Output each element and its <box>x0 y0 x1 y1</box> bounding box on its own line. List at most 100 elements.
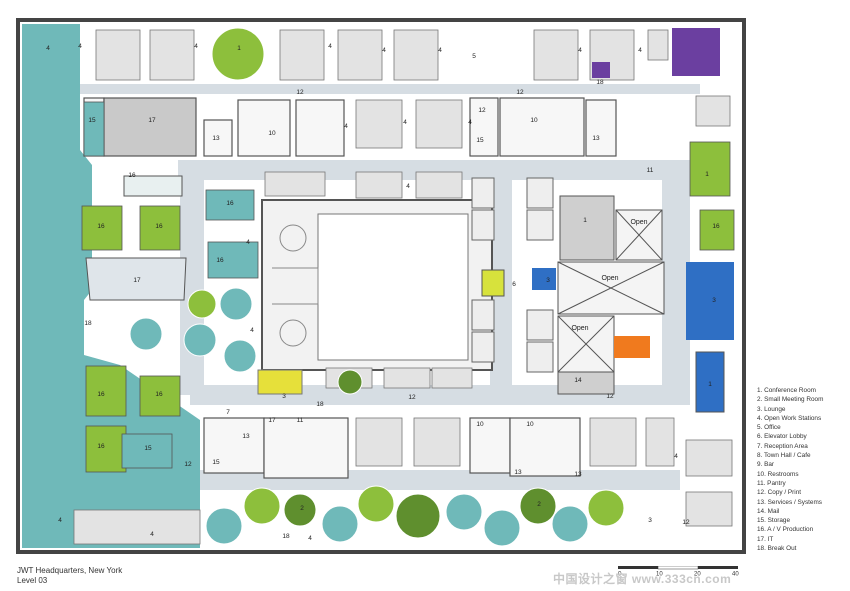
teal-rooms <box>83 101 259 469</box>
open-void-label: Open <box>601 275 618 282</box>
room-number-label: 10 <box>526 421 534 428</box>
scale-label: 20 <box>694 572 701 577</box>
room-number-label: 16 <box>155 391 163 398</box>
room-number-label: 15 <box>144 445 152 452</box>
workstation-blocks <box>73 29 733 545</box>
room-number-label: 10 <box>530 117 538 124</box>
room-number-label: 4 <box>468 119 472 126</box>
room-number-label: 4 <box>246 239 250 246</box>
room-number-label: 17 <box>133 277 141 284</box>
legend-item: 5. Office <box>757 424 781 432</box>
room-number-label: 18 <box>596 79 604 86</box>
room-number-label: 12 <box>682 519 690 526</box>
room-number-label: 3 <box>648 517 652 524</box>
room-number-label: 11 <box>647 167 654 174</box>
legend-item: 17. IT <box>757 535 774 543</box>
room-number-label: 12 <box>516 89 524 96</box>
room-number-label: 4 <box>58 517 62 524</box>
room-number-label: 11 <box>297 417 304 424</box>
room-number-label: 4 <box>194 43 198 50</box>
legend-item: 11. Pantry <box>757 479 786 487</box>
breakout-pods <box>129 27 625 547</box>
watermark: 中国设计之窗 www.333cn.com <box>553 572 732 586</box>
room-number-label: 7 <box>226 409 230 416</box>
legend-item: 15. Storage <box>757 517 791 525</box>
legend-item: 14. Mail <box>757 507 780 515</box>
room-number-label: 18 <box>282 533 290 540</box>
legend-item: 1. Conference Room <box>757 387 816 394</box>
legend-item: 13. Services / Systems <box>757 498 822 506</box>
legend-item: 10. Restrooms <box>757 470 799 478</box>
room-number-label: 17 <box>268 417 276 424</box>
room-number-label: 10 <box>476 421 484 428</box>
atrium-stair <box>272 267 319 305</box>
room-number-label: 4 <box>674 453 678 460</box>
room-number-label: 15 <box>88 117 96 124</box>
room-number-label: 4 <box>382 47 386 54</box>
room-number-label: 16 <box>226 200 234 207</box>
room-number-label: 16 <box>97 443 105 450</box>
room-number-label: 15 <box>476 137 484 144</box>
room-number-label: 16 <box>216 257 224 264</box>
room-number-label: 1 <box>705 171 709 178</box>
room-number-label: 4 <box>578 47 582 54</box>
legend-item: 6. Elevator Lobby <box>757 433 807 441</box>
purple-chair <box>592 62 610 78</box>
lounge-orange <box>614 336 650 358</box>
room-number-label: 2 <box>537 501 541 508</box>
legend-item: 7. Reception Area <box>757 442 808 450</box>
plan-level: Level 03 <box>17 576 48 585</box>
atrium-column <box>279 224 307 252</box>
room-number-label: 12 <box>478 107 486 114</box>
room-number-label: 2 <box>300 505 304 512</box>
room-number-label: 16 <box>712 223 720 230</box>
room-number-label: 4 <box>250 327 254 334</box>
room-number-label: 15 <box>212 459 220 466</box>
room-number-label: 13 <box>592 135 600 142</box>
room-number-label: 4 <box>344 123 348 130</box>
room-number-label: 3 <box>282 393 286 400</box>
mail-room <box>557 371 615 395</box>
legend-item: 3. Lounge <box>757 405 786 413</box>
town-hall-cafe <box>85 257 187 301</box>
plan-caption: JWT Headquarters, New York Level 03 <box>17 566 122 586</box>
purple-lounge <box>672 28 720 76</box>
open-void-label: Open <box>571 325 588 332</box>
lounge-blue-core <box>532 268 556 290</box>
scale-label: 10 <box>656 572 663 577</box>
reception-desk <box>123 175 183 197</box>
room-number-label: 16 <box>128 172 136 179</box>
room-number-label: 12 <box>408 394 416 401</box>
open-void-label: Open <box>630 219 647 226</box>
scale-label: 40 <box>732 572 739 577</box>
room-number-label: 4 <box>438 47 442 54</box>
room-number-label: 4 <box>150 531 154 538</box>
room-number-label: 13 <box>212 135 220 142</box>
room-number-label: 13 <box>574 471 582 478</box>
room-number-label: 4 <box>403 119 407 126</box>
room-number-label: 4 <box>308 535 312 542</box>
room-number-label: 16 <box>97 391 105 398</box>
room-number-label: 18 <box>84 320 92 327</box>
room-number-label: 14 <box>574 377 582 384</box>
plan-title: JWT Headquarters, New York <box>17 566 123 575</box>
room-number-label: 4 <box>78 43 82 50</box>
room-number-label: 17 <box>148 117 156 124</box>
room-number-label: 6 <box>512 281 516 288</box>
room-number-label: 16 <box>155 223 163 230</box>
legend-item: 18. Break Out <box>757 545 797 553</box>
room-number-label: 16 <box>97 223 105 230</box>
room-number-label: 1 <box>237 45 241 52</box>
elevator-core <box>471 177 554 373</box>
room-number-label: 1 <box>708 381 712 388</box>
room-number-label: 4 <box>46 45 50 52</box>
room-number-label: 12 <box>184 461 192 468</box>
room-number-label: 4 <box>406 183 410 190</box>
teal-zone-west <box>22 24 200 548</box>
legend-item: 8. Town Hall / Cafe <box>757 452 811 460</box>
legend-item: 16. A / V Production <box>757 526 814 534</box>
scale-bar: 0 10 20 40 <box>618 566 739 577</box>
room-number-label: 4 <box>328 43 332 50</box>
